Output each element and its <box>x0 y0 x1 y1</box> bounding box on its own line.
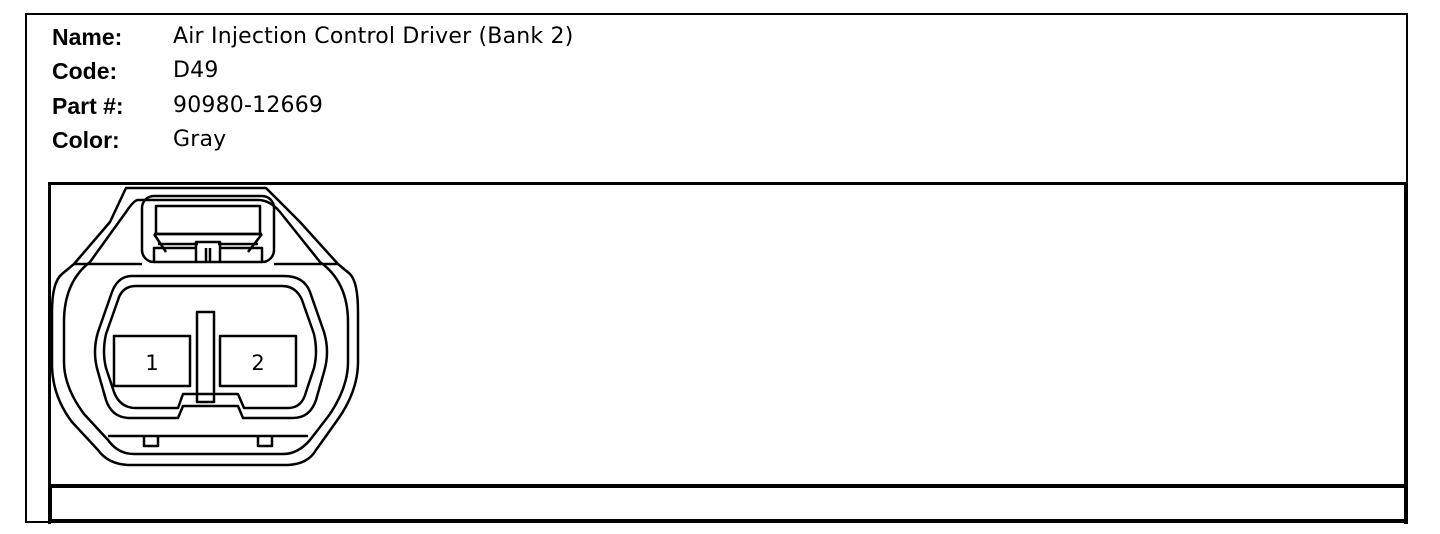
housing-inner-outline <box>62 198 350 456</box>
part-value: 90980-12669 <box>173 93 324 118</box>
code-value: D49 <box>173 58 219 83</box>
pin-1-box <box>112 334 192 388</box>
connector-face-diagram: 1 2 <box>50 186 360 467</box>
connector-diagram-box <box>48 182 1408 524</box>
pin-2-label: 2 <box>251 351 264 375</box>
pin-2-box <box>218 334 298 388</box>
housing-bottom-tab <box>108 434 308 448</box>
pin-cavity-outline <box>93 274 329 420</box>
name-label: Name: <box>52 24 123 50</box>
housing-outer-outline <box>50 186 360 467</box>
code-label: Code: <box>52 58 118 84</box>
latch-rails <box>152 240 264 262</box>
pin-1-label: 1 <box>145 351 158 375</box>
color-label: Color: <box>52 127 120 153</box>
latch-inner <box>154 204 262 236</box>
latch-outer <box>140 194 276 264</box>
part-label: Part #: <box>52 93 124 119</box>
diagram-footer-strip <box>48 484 1408 523</box>
pin-cavity-inner-outline <box>102 284 318 410</box>
color-value: Gray <box>173 127 227 152</box>
name-value: Air Injection Control Driver (Bank 2) <box>173 24 574 49</box>
center-key <box>195 310 216 404</box>
latch-ramp <box>152 232 263 253</box>
